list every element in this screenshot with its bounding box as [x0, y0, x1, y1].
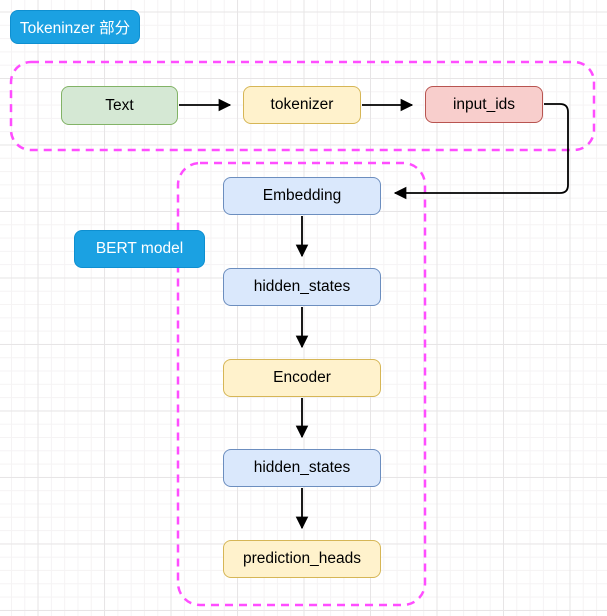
node-input-ids: input_ids — [425, 86, 543, 123]
node-tokenizer: tokenizer — [243, 86, 361, 124]
node-hidden-states-2-label: hidden_states — [253, 459, 351, 476]
node-embedding-label: Embedding — [262, 187, 342, 204]
node-encoder-label: Encoder — [273, 369, 331, 386]
node-hidden-states-1: hidden_states — [223, 268, 381, 306]
node-text-label: Text — [105, 96, 134, 114]
tokenizer-section-label-text: Tokeninzer 部分 — [19, 20, 131, 37]
node-encoder: Encoder — [223, 359, 381, 397]
node-embedding: Embedding — [223, 177, 381, 215]
node-prediction-heads: prediction_heads — [223, 540, 381, 578]
bert-model-label: BERT model — [74, 230, 205, 268]
node-hidden-states-1-label: hidden_states — [253, 278, 351, 295]
node-tokenizer-label: tokenizer — [270, 96, 334, 113]
node-text: Text — [61, 86, 178, 125]
node-input-ids-label: input_ids — [452, 95, 516, 113]
node-prediction-heads-label: prediction_heads — [242, 550, 362, 567]
tokenizer-section-label: Tokeninzer 部分 — [10, 10, 140, 44]
bert-model-label-text: BERT model — [95, 240, 184, 257]
node-hidden-states-2: hidden_states — [223, 449, 381, 487]
